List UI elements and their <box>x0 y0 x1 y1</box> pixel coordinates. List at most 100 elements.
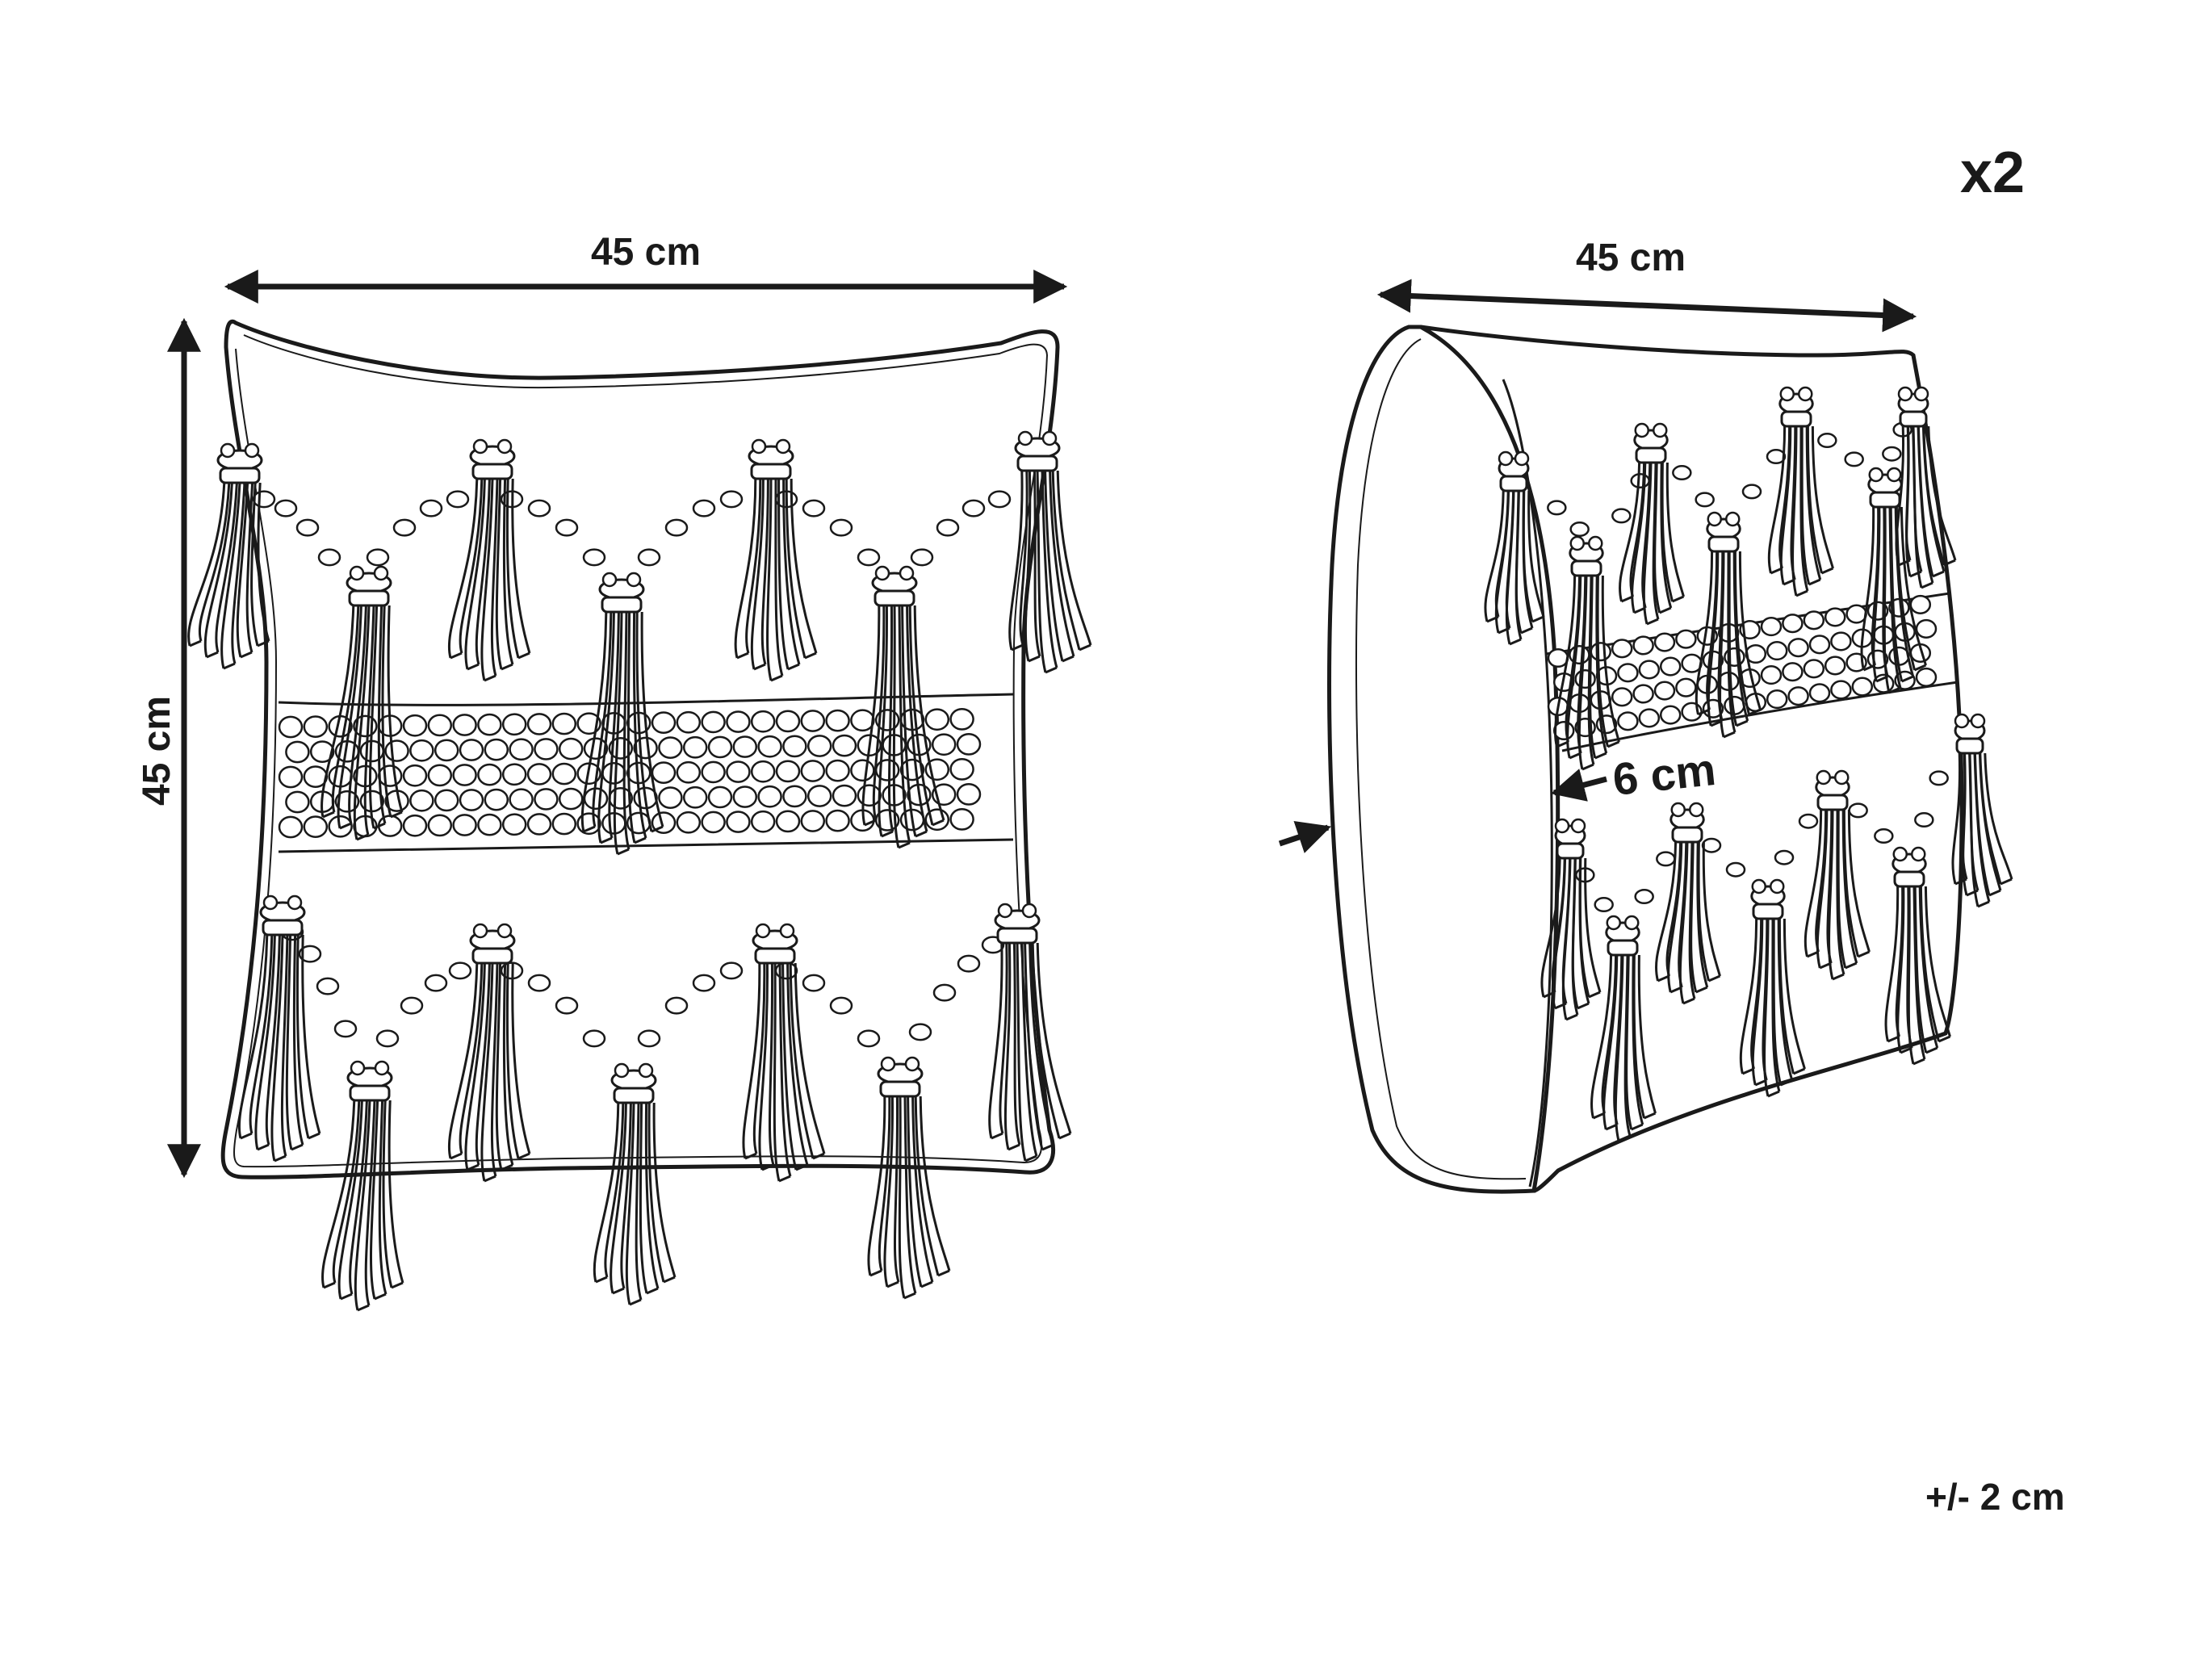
tassel <box>237 894 321 1163</box>
band-bead <box>757 785 782 808</box>
tassel <box>1951 713 2013 908</box>
band-bead <box>956 733 982 756</box>
garland-dot <box>692 499 716 517</box>
garland-dot <box>1594 897 1614 913</box>
garland-dot <box>298 945 322 963</box>
band-bead <box>924 708 950 731</box>
garland-dot <box>692 974 716 992</box>
garland-dot <box>1774 849 1795 865</box>
band-bead <box>459 789 484 811</box>
band-bead <box>402 714 428 737</box>
garland-dot <box>527 974 551 992</box>
band-bead <box>576 712 601 735</box>
band-bead <box>800 810 826 832</box>
garland-dot <box>1882 446 1902 462</box>
garland-dot <box>802 974 826 992</box>
band-bead <box>551 812 577 836</box>
band-bead <box>726 760 751 783</box>
garland-dot <box>582 1029 606 1048</box>
tassel <box>1895 386 1957 589</box>
band-bead <box>1830 631 1852 651</box>
tassel <box>1767 386 1834 597</box>
band-bead <box>775 710 801 733</box>
tassel <box>447 438 531 682</box>
band-bead <box>1782 662 1804 682</box>
band-bead <box>409 789 434 812</box>
band-bead <box>278 815 304 839</box>
tassel <box>1554 535 1620 771</box>
garland-dot <box>295 518 320 537</box>
garland-dot <box>448 961 472 980</box>
band-bead <box>309 740 335 763</box>
tassel <box>734 438 818 682</box>
band-bead <box>1611 639 1633 659</box>
band-bead <box>434 739 459 762</box>
band-bead <box>800 710 826 732</box>
garland-dot <box>664 518 689 537</box>
garland-dot <box>333 1020 358 1038</box>
band-bead <box>1766 641 1788 661</box>
side-gusset-outline <box>1327 325 1561 1194</box>
front-garland-dots <box>252 490 1012 1048</box>
band-bead <box>782 785 807 808</box>
garland-dot <box>316 977 340 995</box>
garland-dot <box>936 518 960 537</box>
band-bead <box>1824 656 1846 676</box>
tassel <box>1860 467 1927 694</box>
band-bead <box>1803 610 1825 631</box>
garland-dot <box>1656 851 1676 867</box>
band-bead <box>1760 665 1783 685</box>
band-bead <box>558 787 584 811</box>
band-bead <box>1638 708 1661 728</box>
band-bead <box>1617 711 1639 731</box>
garland-dot <box>527 499 551 517</box>
garland-dot <box>1874 828 1894 844</box>
band-bead <box>477 713 502 736</box>
band-bead <box>732 786 758 808</box>
band-bead <box>857 784 882 807</box>
front-band-top <box>278 693 1014 706</box>
front-band-bottom <box>278 838 1014 853</box>
front-height-label: 45 cm <box>136 696 178 806</box>
side-gusset-inner <box>1355 338 1527 1180</box>
side-face-seam <box>1502 379 1553 1188</box>
band-bead <box>931 733 957 756</box>
garland-dot <box>719 961 744 980</box>
band-bead <box>477 813 502 836</box>
band-bead <box>1845 604 1867 624</box>
band-bead <box>1653 681 1676 701</box>
band-bead <box>1766 689 1788 710</box>
band-bead <box>501 713 527 736</box>
garland-dot <box>1766 449 1787 465</box>
band-bead <box>676 811 702 834</box>
band-bead <box>949 808 974 831</box>
garland-dot <box>957 954 981 973</box>
band-bead <box>1851 677 1874 697</box>
tassel <box>742 923 826 1183</box>
side-tassels <box>1484 386 2013 1142</box>
garland-dot <box>1725 861 1746 878</box>
band-bead <box>750 710 776 733</box>
garland-dot <box>932 983 957 1002</box>
band-bead <box>303 815 329 838</box>
tassel <box>1484 450 1545 646</box>
side-pillow-view <box>1327 325 2013 1194</box>
band-bead <box>949 758 974 781</box>
band-bead <box>551 712 577 735</box>
band-bead <box>949 708 974 731</box>
band-bead <box>1808 635 1831 655</box>
band-bead <box>850 709 875 732</box>
band-bead <box>1632 635 1654 656</box>
band-bead <box>334 790 360 813</box>
band-bead <box>526 713 552 735</box>
band-bead <box>782 735 807 758</box>
band-bead <box>402 764 428 787</box>
quantity-label: x2 <box>1960 140 2025 205</box>
band-bead <box>1659 656 1682 677</box>
tassel <box>1884 846 1951 1066</box>
front-width-label: 45 cm <box>591 231 701 274</box>
garland-dot <box>1695 492 1715 508</box>
garland-dot <box>1634 889 1654 905</box>
band-bead <box>726 710 751 733</box>
